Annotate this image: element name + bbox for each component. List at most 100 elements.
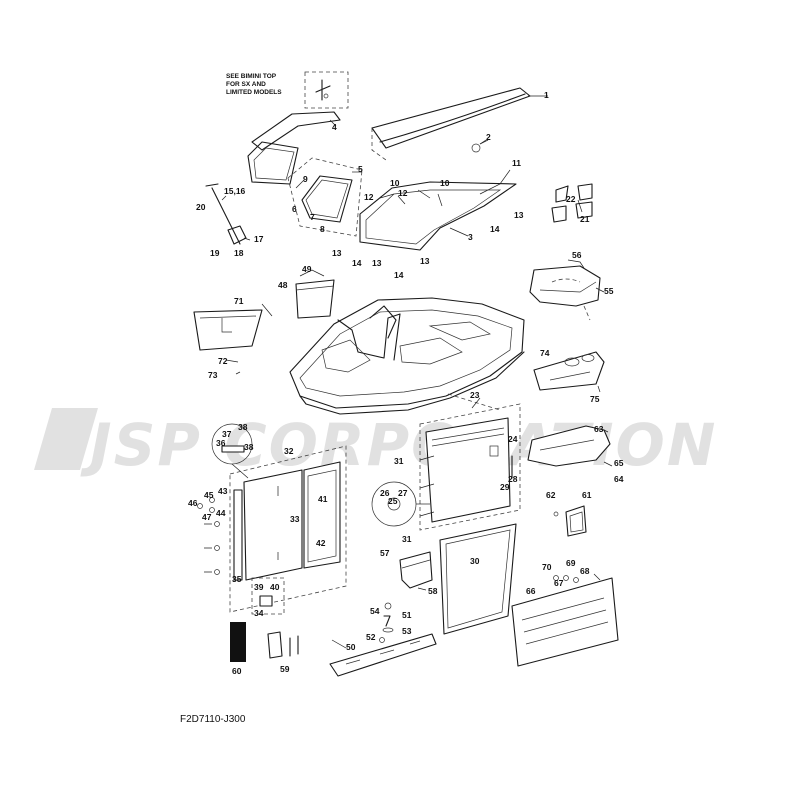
part-label-61: 61 [582, 490, 592, 500]
part-label-71: 71 [234, 296, 244, 306]
part-label-64: 64 [614, 474, 624, 484]
part-label-6: 6 [292, 204, 297, 214]
windscreen-glass [287, 157, 363, 237]
part-label-74: 74 [540, 348, 550, 358]
part-label-65: 65 [614, 458, 624, 468]
part-label-25: 25 [388, 496, 398, 506]
grab-handle [205, 183, 247, 245]
part-label-26: 26 [380, 488, 390, 498]
top-rail [371, 87, 531, 161]
drawing-code: F2D7110-J300 [180, 714, 246, 725]
part-label-8: 8 [320, 224, 325, 234]
part-label-14b: 14 [394, 270, 404, 280]
seat-cushion [527, 425, 611, 467]
utility-box [399, 551, 433, 589]
rear-storage-bin [533, 351, 605, 391]
small-parts-kit [267, 631, 299, 659]
part-label-21: 21 [580, 214, 590, 224]
part-label-13b: 13 [372, 258, 382, 268]
part-label-37: 37 [222, 429, 232, 439]
watermark-logo-mark [34, 408, 98, 470]
boat-hull [289, 297, 525, 415]
part-label-23: 23 [470, 390, 480, 400]
part-label-13c: 13 [420, 256, 430, 266]
part-label-60: 60 [232, 666, 242, 676]
part-label-14c: 14 [490, 224, 500, 234]
watermark-text: JSP CORPORATION [80, 411, 717, 479]
part-label-57: 57 [380, 548, 390, 558]
part-label-13a: 13 [332, 248, 342, 258]
door-frame [439, 523, 517, 635]
part-label-10b: 10 [440, 178, 450, 188]
part-label-72: 72 [218, 356, 228, 366]
part-label-4: 4 [332, 122, 337, 132]
part-label-17: 17 [254, 234, 264, 244]
part-label-34: 34 [254, 608, 264, 618]
vent-assembly [553, 505, 587, 537]
part-label-63: 63 [594, 424, 604, 434]
part-label-1: 1 [544, 90, 549, 100]
part-label-27: 27 [398, 488, 408, 498]
part-label-32: 32 [284, 446, 294, 456]
part-number-labels: 1 2 3 4 5 6 7 8 9 10 10 11 12 12 13 13 1… [188, 90, 624, 676]
part-label-2: 2 [486, 132, 491, 142]
part-label-44: 44 [216, 508, 226, 518]
part-label-51: 51 [402, 610, 412, 620]
part-label-52: 52 [366, 632, 376, 642]
inner-liner-panel [419, 403, 521, 531]
part-label-75: 75 [590, 394, 600, 404]
part-label-33: 33 [290, 514, 300, 524]
small-fasteners [379, 602, 394, 643]
part-label-19: 19 [210, 248, 220, 258]
side-panel [193, 309, 263, 351]
mount-brackets [551, 183, 593, 223]
part-label-58: 58 [428, 586, 438, 596]
black-strip [230, 622, 246, 662]
watermark: JSP CORPORATION [34, 408, 717, 479]
part-label-30: 30 [470, 556, 480, 566]
part-label-47: 47 [202, 512, 212, 522]
part-label-66: 66 [526, 586, 536, 596]
part-label-46: 46 [188, 498, 198, 508]
part-label-59: 59 [280, 664, 290, 674]
part-label-70: 70 [542, 562, 552, 572]
part-label-39: 39 [254, 582, 264, 592]
part-label-11: 11 [512, 158, 521, 168]
part-label-9: 9 [303, 174, 308, 184]
part-label-5: 5 [358, 164, 363, 174]
part-label-28: 28 [508, 474, 518, 484]
drain-fittings [553, 575, 579, 583]
part-label-12b: 12 [398, 188, 408, 198]
leader-lines [221, 95, 613, 649]
part-label-68: 68 [580, 566, 590, 576]
part-label-41: 41 [318, 494, 328, 504]
windscreen-frame [247, 111, 341, 185]
part-label-7: 7 [310, 212, 315, 222]
rub-strip [329, 633, 437, 677]
hatch-door-assembly [229, 445, 347, 613]
part-label-29: 29 [500, 482, 510, 492]
part-label-15-16: 15,16 [224, 186, 246, 196]
front-deck-panel [359, 181, 517, 251]
part-label-48: 48 [278, 280, 288, 290]
part-label-54: 54 [370, 606, 380, 616]
part-label-3: 3 [468, 232, 473, 242]
part-label-35: 35 [232, 574, 242, 584]
part-label-42: 42 [316, 538, 326, 548]
part-label-43: 43 [218, 486, 228, 496]
latch-detail [251, 577, 285, 615]
part-label-13d: 13 [514, 210, 524, 220]
part-label-50: 50 [346, 642, 356, 652]
part-label-12a: 12 [364, 192, 374, 202]
storage-bin [295, 269, 335, 319]
part-label-22: 22 [566, 194, 576, 204]
part-label-73: 73 [208, 370, 218, 380]
part-label-56: 56 [572, 250, 582, 260]
part-label-40: 40 [270, 582, 280, 592]
part-label-62: 62 [546, 490, 556, 500]
part-label-55: 55 [604, 286, 614, 296]
part-label-53: 53 [402, 626, 412, 636]
bimini-note: SEE BIMINI TOP FOR SX AND LIMITED MODELS [226, 71, 349, 109]
part-label-69: 69 [566, 558, 576, 568]
